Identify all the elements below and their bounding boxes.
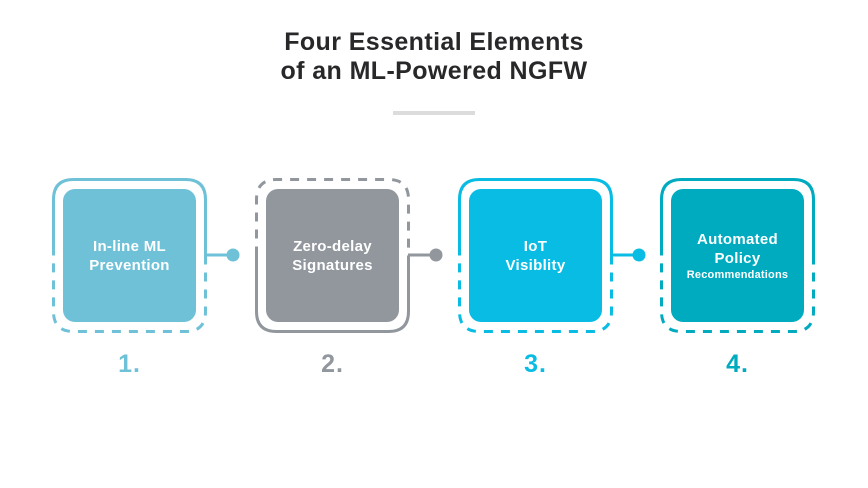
dashed-border-frame [255, 178, 410, 333]
card-label-line1: Automated [696, 230, 779, 248]
card-label-line1: In-line ML [93, 237, 166, 255]
step-number: 2. [321, 350, 344, 378]
connector-line-icon [611, 248, 646, 262]
card-sublabel: Recommendations [686, 268, 789, 281]
dashed-border-frame [52, 178, 207, 333]
card-fill-box: In-line ML Prevention [63, 189, 196, 322]
card-label: In-line ML Prevention [89, 237, 170, 275]
dashed-border-frame [458, 178, 613, 333]
element-card-zero-delay-signatures: Zero-delay Signatures 2. [255, 178, 443, 378]
connector-line-icon [408, 248, 443, 262]
card-label: Automated Policy [697, 230, 778, 268]
card-fill-box: Automated Policy Recommendations [671, 189, 804, 322]
step-number: 4. [726, 350, 749, 378]
page-title-line1: Four Essential Elements [284, 28, 584, 56]
page-title: Four Essential Elements of an ML-Powered… [0, 28, 868, 86]
element-card-automated-policy-recommendations: Automated Policy Recommendations 4. [660, 178, 815, 378]
step-number: 3. [524, 350, 547, 378]
card-fill-box: IoT Visiblity [469, 189, 602, 322]
card-label-line2: Policy [714, 249, 761, 267]
step-number: 1. [118, 350, 141, 378]
element-card-iot-visibility: IoT Visiblity 3. [458, 178, 646, 378]
card-fill-box: Zero-delay Signatures [266, 189, 399, 322]
dashed-border-frame [660, 178, 815, 333]
title-divider [393, 111, 475, 115]
card-label: Zero-delay Signatures [292, 237, 373, 275]
card-label-line2: Signatures [292, 256, 373, 274]
page-title-line2: of an ML-Powered NGFW [280, 57, 588, 85]
card-label-line2: Visiblity [505, 256, 566, 274]
connector-line-icon [205, 248, 240, 262]
card-label-line2: Prevention [89, 256, 170, 274]
card-label: IoT Visiblity [506, 237, 566, 275]
card-label-line1: Zero-delay [293, 237, 372, 255]
card-label-line1: IoT [523, 237, 548, 255]
element-card-inline-ml-prevention: In-line ML Prevention 1. [52, 178, 240, 378]
